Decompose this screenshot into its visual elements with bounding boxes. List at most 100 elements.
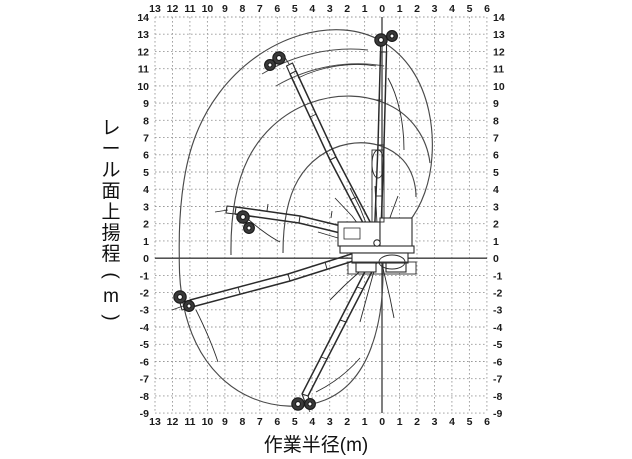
- y-tick-label-left: -5: [140, 339, 149, 351]
- y-tick-label-left: -9: [140, 408, 149, 420]
- y-axis-title-char: ): [100, 314, 122, 321]
- y-axis-title-char: レ: [101, 118, 121, 139]
- x-tick-label-bottom: 2: [414, 416, 420, 428]
- x-tick-label-top: 2: [344, 3, 350, 15]
- x-tick-label-bottom: 8: [239, 416, 245, 428]
- hook-block-b: [264, 51, 286, 71]
- y-tick-label-right: 6: [493, 150, 499, 162]
- x-tick-label-bottom: 7: [257, 416, 263, 428]
- envelope-curve-outer: [178, 29, 433, 257]
- x-tick-label-top: 10: [202, 3, 214, 15]
- x-tick-label-bottom: 11: [184, 416, 195, 428]
- x-tick-label-bottom: 5: [467, 416, 473, 428]
- y-tick-label-left: 13: [137, 29, 149, 41]
- bogie-right: [385, 262, 407, 273]
- y-tick-label-left: 5: [143, 167, 149, 179]
- y-tick-label-right: 12: [493, 46, 505, 58]
- x-tick-label-bottom: 6: [274, 416, 280, 428]
- x-axis-title: 作業半径(m): [263, 435, 369, 456]
- y-tick-label-right: -8: [493, 391, 502, 403]
- y-tick-label-left: -1: [140, 270, 149, 282]
- bogie-left: [355, 262, 377, 273]
- x-tick-label-top: 5: [292, 3, 298, 15]
- x-tick-label-bottom: 10: [202, 416, 214, 428]
- y-tick-label-left: -2: [140, 287, 149, 299]
- y-tick-label-left: -6: [140, 356, 149, 368]
- y-tick-label-right: -2: [493, 287, 502, 299]
- y-axis-title-char: ー: [101, 139, 121, 160]
- y-tick-label-left: 6: [143, 150, 149, 162]
- x-tick-label-bottom: 9: [222, 416, 228, 428]
- y-tick-label-left: -8: [140, 391, 149, 403]
- y-tick-label-right: -1: [493, 270, 502, 282]
- counterweight: [379, 217, 413, 249]
- y-tick-label-right: 1: [493, 236, 499, 248]
- envelope-curve-lower: [178, 256, 384, 407]
- x-tick-label-bottom: 0: [379, 416, 385, 428]
- x-tick-label-top: 9: [222, 3, 228, 15]
- undercarriage-frame: [347, 261, 417, 275]
- y-tick-label-right: 10: [493, 81, 505, 93]
- y-tick-label-right: 3: [493, 201, 499, 213]
- x-tick-label-top: 0: [379, 3, 385, 15]
- hook-block-d: [173, 290, 195, 312]
- y-tick-label-right: -7: [493, 374, 502, 386]
- x-tick-label-bottom: 3: [327, 416, 333, 428]
- y-tick-label-left: 8: [143, 115, 149, 127]
- hook-block-c: [236, 210, 255, 234]
- y-tick-label-right: -4: [493, 322, 502, 334]
- y-tick-label-right: 2: [493, 219, 499, 231]
- x-tick-label-top: 3: [432, 3, 438, 15]
- y-tick-label-left: 1: [143, 236, 149, 248]
- y-tick-label-right: -3: [493, 305, 502, 317]
- y-tick-label-right: 11: [493, 64, 504, 76]
- y-tick-label-right: 13: [493, 29, 505, 41]
- x-tick-label-bottom: 4: [449, 416, 455, 428]
- y-axis-title-char: 揚: [101, 223, 121, 244]
- tick-labels-layer: 1313121211111010998877665544332211001122…: [137, 3, 505, 428]
- x-tick-label-top: 6: [274, 3, 280, 15]
- y-tick-label-left: -7: [140, 374, 149, 386]
- x-tick-label-bottom: 3: [432, 416, 438, 428]
- boom-configuration-d: [171, 249, 367, 363]
- x-tick-label-top: 1: [362, 3, 368, 15]
- x-tick-label-bottom: 2: [344, 416, 350, 428]
- x-tick-label-top: 11: [184, 3, 195, 15]
- hook-block-e: [291, 397, 316, 411]
- y-tick-label-left: 10: [137, 81, 149, 93]
- hook-block-a: [374, 30, 398, 47]
- slew-ring: [339, 245, 415, 254]
- y-tick-label-right: -6: [493, 356, 502, 368]
- operator-cab-window: [343, 227, 361, 240]
- x-tick-label-top: 7: [257, 3, 263, 15]
- y-axis-title-char: 程: [101, 244, 121, 265]
- y-tick-label-left: -4: [140, 322, 149, 334]
- x-tick-label-top: 12: [167, 3, 179, 15]
- x-tick-label-bottom: 13: [149, 416, 161, 428]
- x-tick-label-bottom: 5: [292, 416, 298, 428]
- carrier-deck: [351, 252, 409, 264]
- y-tick-label-right: 5: [493, 167, 499, 179]
- y-axis-title-char: m: [103, 286, 119, 307]
- y-axis-title-char: ル: [101, 160, 121, 181]
- y-axis-title-char: 面: [101, 181, 121, 202]
- y-tick-label-left: 0: [143, 253, 149, 265]
- envelope-curve-intermediate-1: [230, 95, 431, 256]
- x-tick-label-top: 2: [414, 3, 420, 15]
- x-tick-label-bottom: 1: [362, 416, 368, 428]
- y-tick-label-right: -5: [493, 339, 502, 351]
- x-tick-label-bottom: 6: [484, 416, 490, 428]
- y-tick-label-left: 7: [143, 133, 149, 145]
- mast-sheave: [371, 149, 385, 179]
- y-tick-label-left: 9: [143, 98, 149, 110]
- y-tick-label-left: -3: [140, 305, 149, 317]
- y-tick-label-right: 9: [493, 98, 499, 110]
- y-axis-title-char: 上: [101, 202, 121, 223]
- y-tick-label-left: 4: [143, 184, 149, 196]
- hook-blocks-layer: [173, 30, 398, 411]
- y-axis-title-char: (: [100, 272, 122, 279]
- y-tick-label-right: 8: [493, 115, 499, 127]
